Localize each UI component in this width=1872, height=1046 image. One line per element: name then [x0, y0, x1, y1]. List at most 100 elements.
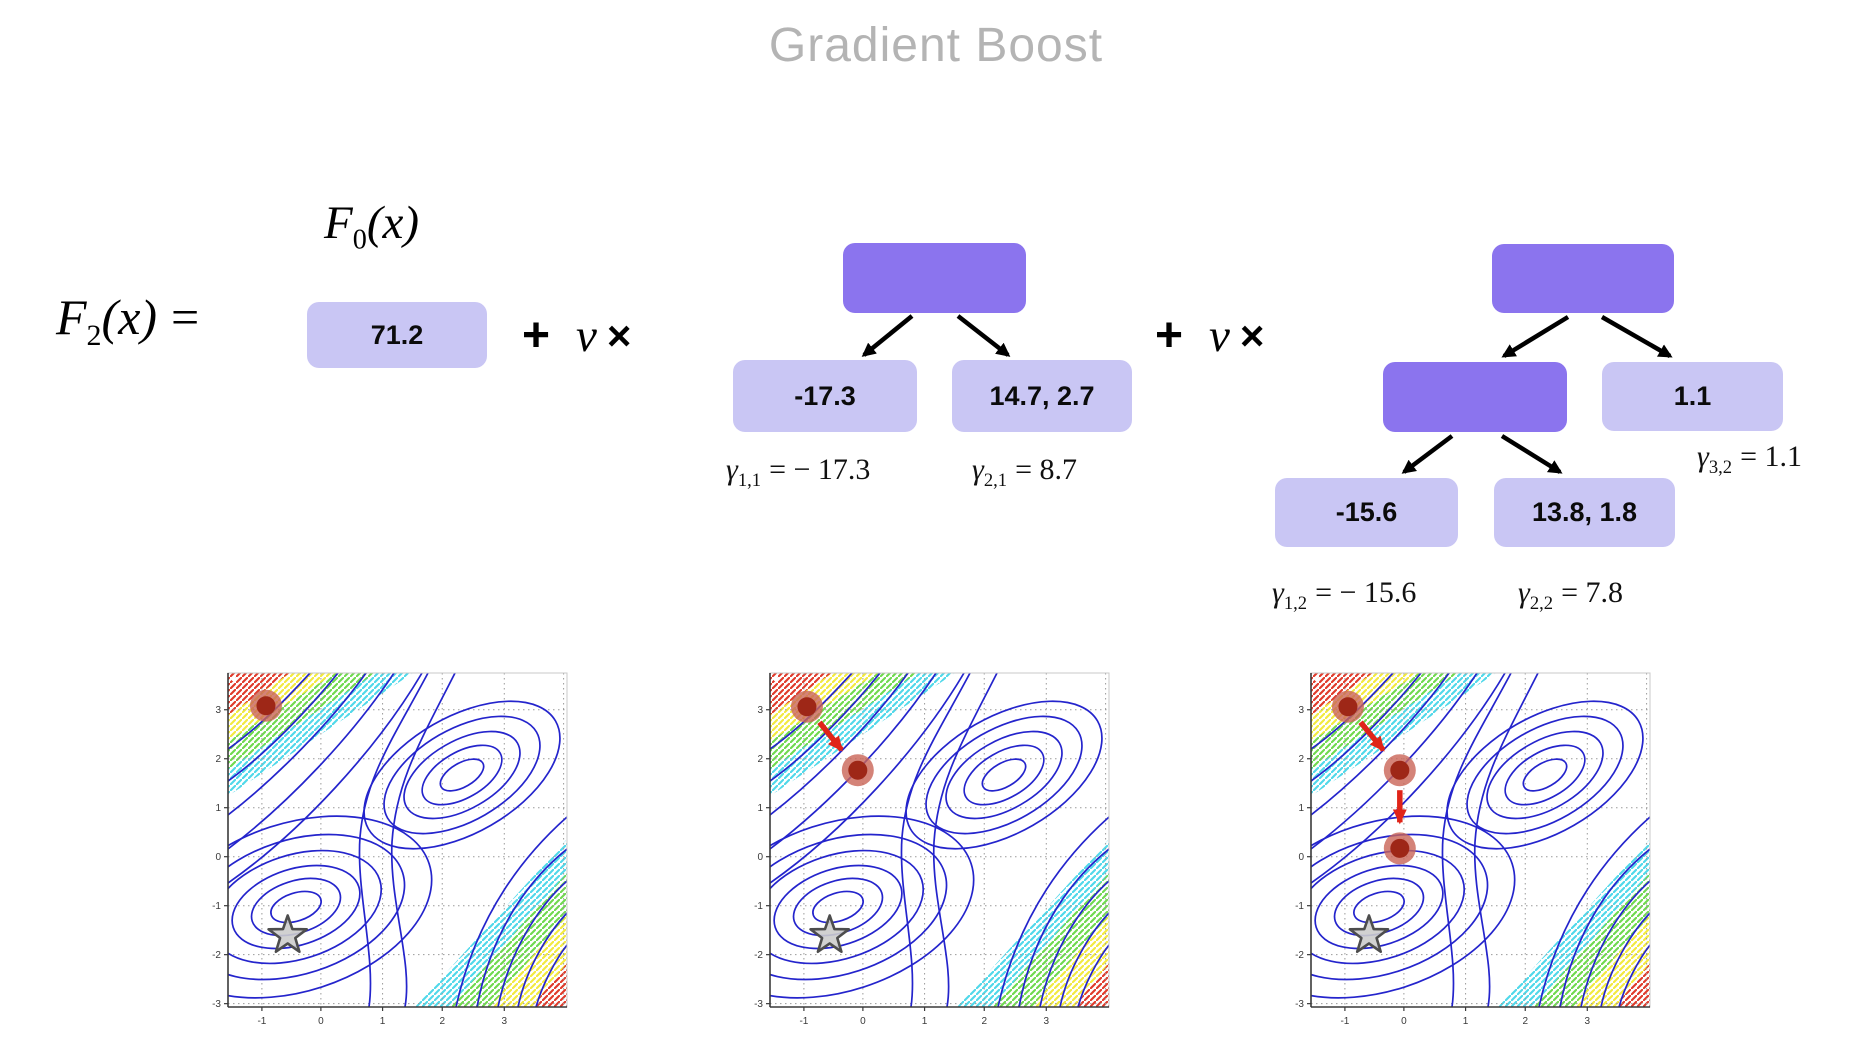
svg-text:-2: -2: [754, 950, 763, 961]
descent-point: [1390, 838, 1410, 858]
gamma-value: = − 15.6: [1315, 576, 1417, 609]
gamma-subscript: 2,2: [1529, 593, 1554, 614]
minimum-star: [1348, 914, 1390, 954]
op-group-2: + ν ×: [1155, 308, 1264, 363]
gamma-value: = − 17.3: [769, 453, 871, 486]
nu-symbol: ν: [1209, 309, 1230, 362]
svg-text:3: 3: [1585, 1016, 1591, 1027]
gamma-1-1: γ1,1 = − 17.3: [726, 453, 871, 490]
svg-text:0: 0: [215, 852, 221, 863]
tree-2-leaf-bottom-left-label: -15.6: [1335, 497, 1398, 527]
nu-symbol: ν: [576, 309, 597, 362]
svg-text:-1: -1: [257, 1016, 266, 1027]
svg-text:1: 1: [380, 1016, 386, 1027]
gamma-3-2: γ3,2= 1.1: [1697, 440, 1802, 477]
svg-text:3: 3: [502, 1016, 508, 1027]
plus-sign: +: [1155, 309, 1184, 362]
tree-2-leaf-bottom-left: -15.6: [1275, 478, 1458, 547]
descent-point: [797, 697, 817, 717]
formula-lhs-sub: 2: [86, 319, 102, 352]
equals-sign: =: [171, 289, 200, 345]
formula-lhs-f: F: [56, 289, 87, 345]
page-title: Gradient Boost: [768, 19, 1104, 72]
descent-point: [1338, 697, 1358, 717]
tree-2-root-node: [1492, 244, 1674, 313]
descent-point: [848, 760, 868, 780]
svg-text:-1: -1: [754, 901, 763, 912]
svg-text:3: 3: [1044, 1016, 1050, 1027]
svg-text:1: 1: [215, 803, 221, 814]
formula-lhs: F2(x)=: [56, 288, 200, 351]
svg-text:3: 3: [1298, 705, 1304, 716]
descent-point: [1390, 760, 1410, 780]
formula-lhs-args: (x): [101, 289, 158, 345]
tree-2-leaf-right-top: 1.1: [1602, 362, 1783, 431]
f0-label-f: F: [324, 197, 353, 249]
svg-text:2: 2: [981, 1016, 987, 1027]
minimum-star: [809, 914, 850, 954]
gamma-symbol: γ: [726, 453, 738, 486]
gamma-symbol: γ: [1272, 576, 1284, 609]
tree-2: 1.1 -15.6 13.8, 1.8 γ3,2= 1.1 γ1,2= − 15…: [1250, 240, 1872, 640]
svg-text:3: 3: [215, 705, 221, 716]
gamma-symbol: γ: [972, 453, 984, 486]
gamma-subscript: 3,2: [1708, 457, 1733, 478]
svg-text:-3: -3: [1295, 999, 1304, 1010]
tree-2-internal-node: [1383, 362, 1567, 432]
svg-text:-2: -2: [212, 950, 221, 961]
tree-1-leaf-right: 14.7, 2.7: [952, 360, 1132, 432]
svg-text:1: 1: [1463, 1016, 1469, 1027]
gamma-2-1: γ2,1= 8.7: [972, 453, 1077, 490]
gamma-subscript: 1,1: [737, 470, 762, 491]
descent-arrow: [1358, 720, 1386, 752]
tree-1: -17.3 14.7, 2.7 γ1,1= − 17.3 γ2,1= 8.7: [700, 240, 1150, 510]
tree-2-leaf-bottom-right-label: 13.8, 1.8: [1531, 497, 1638, 527]
gamma-subscript: 2,1: [983, 470, 1008, 491]
svg-text:0: 0: [318, 1016, 324, 1027]
gamma-subscript: 1,2: [1283, 593, 1308, 614]
svg-text:1: 1: [922, 1016, 928, 1027]
gamma-2-2: γ2,2 = 7.8: [1518, 576, 1623, 613]
gamma-symbol: γ: [1518, 576, 1530, 609]
plus-sign: +: [522, 309, 551, 362]
tree-1-leaf-left-label: -17.3: [794, 380, 856, 411]
tree-2-leaf-bottom-right: 13.8, 1.8: [1494, 478, 1675, 547]
f0-label-sub: 0: [352, 224, 367, 256]
base-value-box: 71.2: [307, 302, 487, 368]
svg-text:3: 3: [757, 705, 763, 716]
svg-text:-3: -3: [212, 999, 221, 1010]
times-sign: ×: [606, 311, 632, 359]
svg-text:0: 0: [1401, 1016, 1407, 1027]
op-group-1: + ν ×: [522, 308, 631, 363]
svg-text:2: 2: [439, 1016, 445, 1027]
f0-label: F0(x): [324, 196, 419, 254]
tree-1-root-node: [843, 243, 1026, 313]
base-value-label: 71.2: [370, 319, 424, 350]
svg-text:-1: -1: [1340, 1016, 1349, 1027]
minimum-star: [267, 914, 308, 954]
svg-text:-1: -1: [1295, 901, 1304, 912]
gamma-value: = 7.8: [1561, 576, 1623, 609]
times-sign: ×: [1239, 311, 1265, 359]
tree-1-leaf-left: -17.3: [733, 360, 917, 432]
tree-2-leaf-right-top-label: 1.1: [1673, 381, 1712, 411]
svg-text:0: 0: [1298, 852, 1304, 863]
descent-arrow: [817, 720, 844, 752]
svg-text:-3: -3: [754, 999, 763, 1010]
svg-text:2: 2: [1522, 1016, 1528, 1027]
tree-1-leaf-right-label: 14.7, 2.7: [989, 380, 1095, 411]
gamma-1-2: γ1,2 = − 15.6: [1272, 576, 1417, 613]
svg-text:2: 2: [757, 754, 763, 765]
svg-text:2: 2: [1298, 754, 1304, 765]
gamma-value: = 1.1: [1740, 440, 1802, 473]
svg-text:-1: -1: [799, 1016, 808, 1027]
descent-point: [256, 696, 276, 716]
f0-label-args: (x): [366, 197, 419, 249]
